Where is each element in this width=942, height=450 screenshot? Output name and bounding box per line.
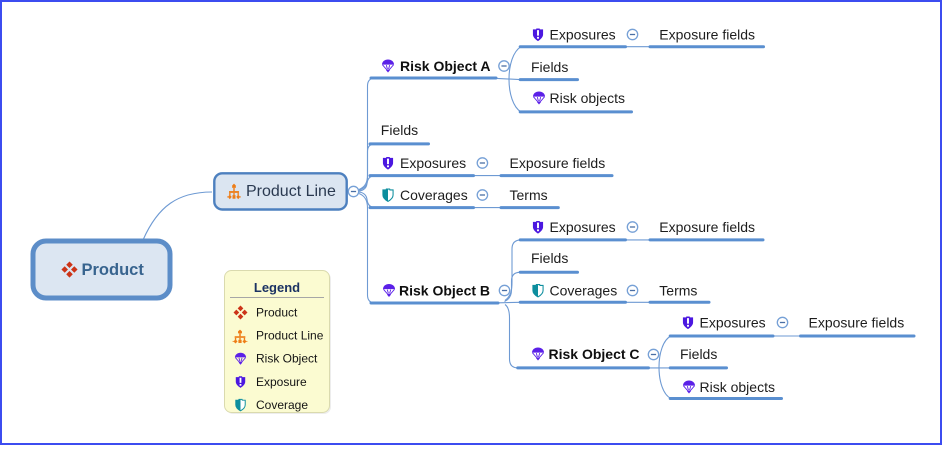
- svg-text:Product Line: Product Line: [256, 329, 324, 343]
- svg-text:Product: Product: [256, 306, 298, 320]
- svg-text:Exposure fields: Exposure fields: [809, 315, 905, 331]
- svg-text:Risk Object A: Risk Object A: [400, 58, 491, 74]
- svg-text:Exposures: Exposures: [550, 219, 616, 235]
- svg-text:Legend: Legend: [254, 280, 300, 295]
- svg-text:Exposures: Exposures: [550, 27, 616, 43]
- svg-text:Exposure fields: Exposure fields: [659, 219, 755, 235]
- svg-text:Exposure fields: Exposure fields: [659, 27, 755, 43]
- svg-text:Risk Object C: Risk Object C: [549, 346, 640, 362]
- svg-text:Exposure: Exposure: [256, 375, 307, 389]
- svg-text:Risk objects: Risk objects: [550, 90, 625, 106]
- svg-text:Terms: Terms: [659, 283, 697, 299]
- svg-text:Fields: Fields: [531, 250, 568, 266]
- svg-text:Exposures: Exposures: [400, 155, 466, 171]
- svg-text:Coverages: Coverages: [550, 283, 618, 299]
- svg-text:Coverages: Coverages: [400, 187, 468, 203]
- svg-text:Exposures: Exposures: [700, 315, 766, 331]
- svg-text:Terms: Terms: [510, 187, 548, 203]
- svg-text:Risk objects: Risk objects: [700, 379, 775, 395]
- svg-text:Exposure fields: Exposure fields: [510, 155, 606, 171]
- svg-text:Product: Product: [82, 261, 145, 279]
- svg-text:Product Line: Product Line: [246, 183, 336, 200]
- svg-text:Risk Object: Risk Object: [256, 352, 318, 366]
- svg-text:Fields: Fields: [531, 59, 568, 75]
- svg-text:Fields: Fields: [381, 122, 418, 138]
- svg-text:Coverage: Coverage: [256, 398, 308, 412]
- svg-text:Risk Object B: Risk Object B: [399, 283, 490, 299]
- svg-text:Fields: Fields: [680, 346, 717, 362]
